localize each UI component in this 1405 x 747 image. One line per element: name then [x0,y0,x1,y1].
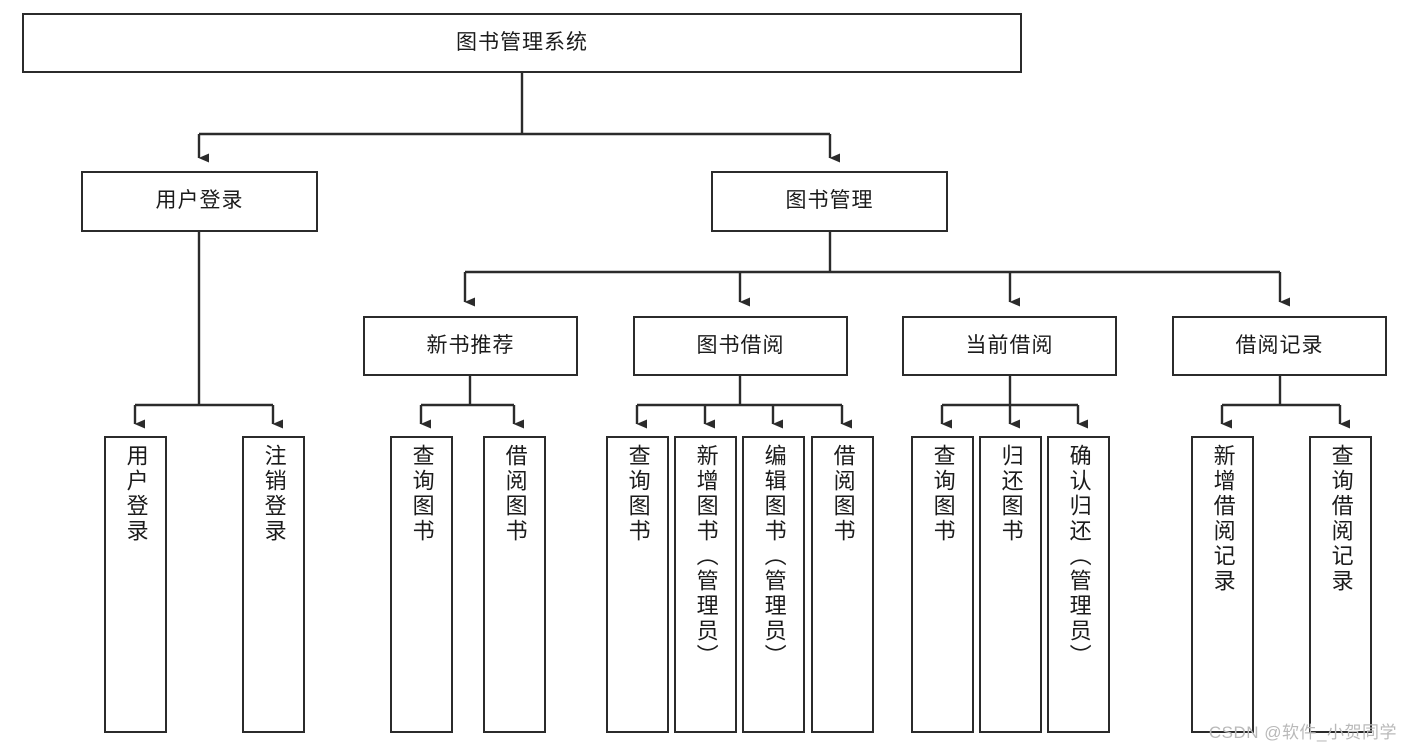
leaf-query-book-3[interactable]: 查询图书 [911,436,974,733]
leaf-confirm-return[interactable]: 确认归还（管理员） [1047,436,1110,733]
node-book-manage[interactable]: 图书管理 [711,171,948,232]
leaf-user-login[interactable]: 用户登录 [104,436,167,733]
node-borrow-record-label: 借阅记录 [1235,333,1324,357]
leaf-query-book-1[interactable]: 查询图书 [390,436,453,733]
node-borrow-record[interactable]: 借阅记录 [1172,316,1387,376]
leaf-query-book-3-label: 查询图书 [930,444,956,544]
leaf-query-record[interactable]: 查询借阅记录 [1309,436,1372,733]
leaf-user-login-label: 用户登录 [123,444,149,544]
node-root-label: 图书管理系统 [456,30,588,54]
leaf-edit-book[interactable]: 编辑图书（管理员） [742,436,805,733]
node-user-login-label: 用户登录 [155,189,244,213]
leaf-return-book[interactable]: 归还图书 [979,436,1042,733]
node-current-borrow-label: 当前借阅 [965,333,1054,357]
node-book-borrow[interactable]: 图书借阅 [633,316,848,376]
leaf-borrow-book-1-label: 借阅图书 [502,444,528,544]
leaf-query-book-2-label: 查询图书 [625,444,651,544]
csdn-watermark: CSDN @软件_小贺同学 [1208,723,1397,742]
leaf-borrow-book-2-label: 借阅图书 [830,444,856,544]
node-root[interactable]: 图书管理系统 [22,13,1022,73]
leaf-query-book-1-label: 查询图书 [409,444,435,544]
leaf-return-book-label: 归还图书 [998,444,1024,544]
leaf-logout[interactable]: 注销登录 [242,436,305,733]
leaf-edit-book-label: 编辑图书（管理员） [761,444,787,669]
leaf-add-book[interactable]: 新增图书（管理员） [674,436,737,733]
leaf-add-record-label: 新增借阅记录 [1210,444,1236,594]
node-new-book-recommend[interactable]: 新书推荐 [363,316,578,376]
leaf-add-record[interactable]: 新增借阅记录 [1191,436,1254,733]
leaf-add-book-label: 新增图书（管理员） [693,444,719,669]
node-book-borrow-label: 图书借阅 [696,333,785,357]
node-book-manage-label: 图书管理 [785,189,874,213]
leaf-borrow-book-1[interactable]: 借阅图书 [483,436,546,733]
leaf-query-record-label: 查询借阅记录 [1328,444,1354,594]
node-current-borrow[interactable]: 当前借阅 [902,316,1117,376]
leaf-borrow-book-2[interactable]: 借阅图书 [811,436,874,733]
node-user-login[interactable]: 用户登录 [81,171,318,232]
node-new-book-recommend-label: 新书推荐 [426,333,515,357]
leaf-logout-label: 注销登录 [261,444,287,544]
leaf-query-book-2[interactable]: 查询图书 [606,436,669,733]
leaf-confirm-return-label: 确认归还（管理员） [1066,444,1092,669]
